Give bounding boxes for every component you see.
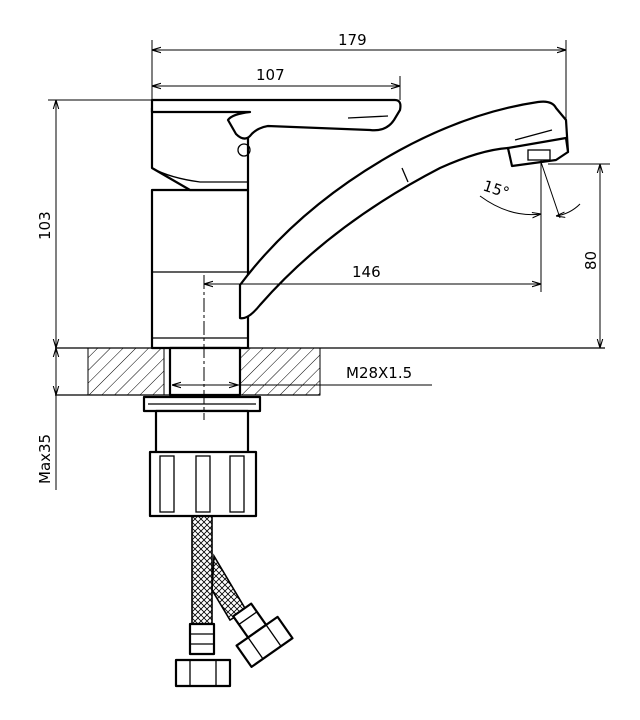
dimension-handle-width: 107 [152,66,401,100]
spout [238,100,570,320]
mounting-nut [148,450,258,518]
angle-15-label: 15° [481,177,512,202]
dim-179-label: 179 [338,31,367,49]
dim-103-label: 103 [36,211,54,240]
dimension-spout-height: 80 [548,163,610,348]
thread-label: M28X1.5 [346,364,412,382]
flexible-hoses [174,515,294,688]
dim-107-label: 107 [256,66,285,84]
dimension-max-thickness: Max35 [36,348,56,490]
lever-handle [150,98,402,140]
countertop-section [55,347,605,396]
angle-swivel: 15° [479,161,581,222]
dim-max35-label: Max35 [36,434,54,484]
dim-80-label: 80 [582,251,600,270]
dimension-overall-width: 179 [151,31,567,120]
dimension-spout-reach: 146 [204,160,542,292]
dimension-body-height: 103 [36,99,152,348]
faucet-body [150,106,251,350]
dimension-thread: M28X1.5 [172,364,432,385]
dim-146-label: 146 [352,263,381,281]
